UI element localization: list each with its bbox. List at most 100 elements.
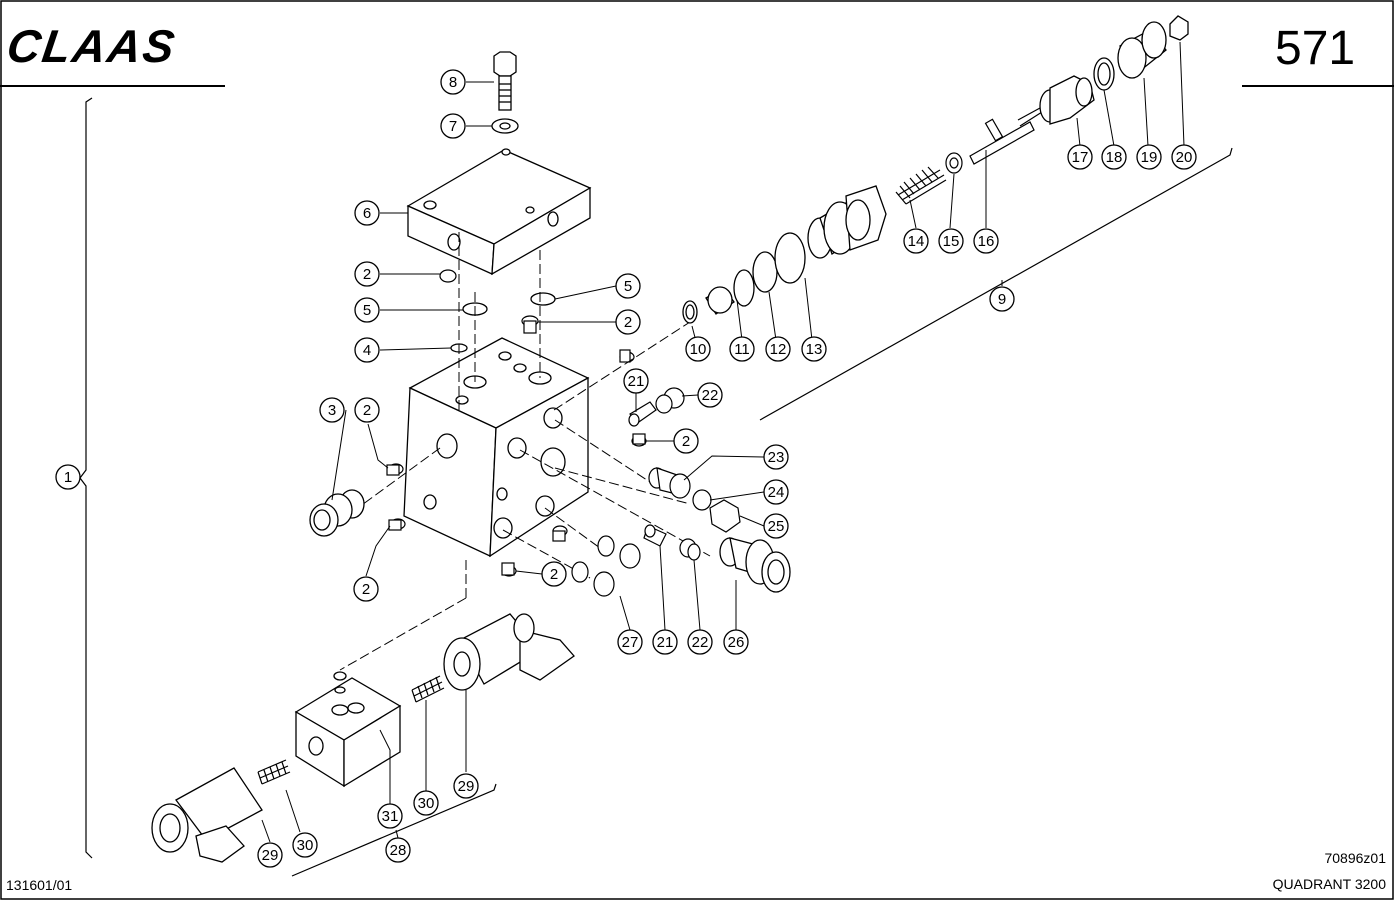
svg-text:21: 21 [657, 634, 674, 651]
callout-10: 10 [685, 336, 711, 362]
svg-text:1: 1 [64, 469, 72, 486]
svg-text:18: 18 [1106, 149, 1123, 166]
svg-text:4: 4 [363, 342, 371, 359]
svg-text:29: 29 [458, 778, 475, 795]
svg-text:5: 5 [624, 278, 632, 295]
fitting-26 [719, 537, 791, 593]
svg-text:21: 21 [628, 373, 645, 390]
callout-14: 14 [903, 228, 929, 254]
svg-text:14: 14 [908, 233, 925, 250]
callout-6: 6 [354, 200, 380, 226]
callout-28: 28 [385, 837, 411, 863]
svg-text:9: 9 [998, 291, 1006, 308]
callout-27: 27 [617, 629, 643, 655]
callout-2-a: 2 [354, 261, 380, 287]
callout-20: 20 [1171, 144, 1197, 170]
svg-text:22: 22 [692, 634, 709, 651]
svg-text:2: 2 [624, 314, 632, 331]
svg-text:15: 15 [943, 233, 960, 250]
callout-8: 8 [440, 69, 466, 95]
svg-text:2: 2 [550, 566, 558, 583]
svg-text:22: 22 [702, 387, 719, 404]
svg-text:16: 16 [978, 233, 995, 250]
main-valve-block [403, 337, 590, 558]
callout-30-a: 30 [292, 832, 318, 858]
springs-30 [257, 675, 445, 785]
callout-5-a: 5 [354, 297, 380, 323]
callout-4: 4 [354, 337, 380, 363]
parts-21-22-lower [643, 524, 701, 561]
parts-10-13 [682, 232, 806, 324]
callout-11: 11 [729, 336, 755, 362]
screws-small [386, 269, 647, 577]
svg-text:11: 11 [734, 341, 750, 358]
parts-21-22-upper [628, 387, 685, 427]
assembly-lines [339, 232, 711, 671]
svg-text:24: 24 [768, 484, 785, 501]
fitting-3 [309, 489, 365, 537]
claas-logo: CLAAS [4, 20, 180, 72]
callout-13: 13 [801, 336, 827, 362]
callout-17: 17 [1067, 144, 1093, 170]
callouts: 1 2 2 2 2 2 2 3 4 5 5 6 7 8 9 10 11 12 1… [55, 69, 1197, 868]
leader-lines [68, 41, 1185, 843]
top-plate [406, 148, 592, 276]
svg-text:29: 29 [262, 847, 279, 864]
callout-3: 3 [319, 397, 345, 423]
callout-9: 9 [989, 286, 1015, 312]
svg-text:8: 8 [449, 74, 457, 91]
callout-18: 18 [1101, 144, 1127, 170]
callout-1: 1 [55, 464, 81, 490]
svg-text:10: 10 [690, 341, 707, 358]
callout-26: 26 [723, 629, 749, 655]
page-number: 571 [1275, 22, 1355, 75]
parts-17-20 [1039, 15, 1189, 125]
callout-15: 15 [938, 228, 964, 254]
solenoid-block [294, 671, 402, 788]
callout-22-b: 22 [687, 629, 713, 655]
svg-text:19: 19 [1141, 149, 1158, 166]
callout-19: 19 [1136, 144, 1162, 170]
relief-valve-body [807, 185, 887, 259]
svg-text:5: 5 [363, 302, 371, 319]
svg-text:12: 12 [770, 341, 787, 358]
group-line-28 [291, 783, 497, 877]
parts-27 [571, 535, 641, 597]
callout-21-b: 21 [652, 629, 678, 655]
callout-29-a: 29 [257, 842, 283, 868]
svg-text:2: 2 [363, 402, 371, 419]
svg-text:17: 17 [1072, 149, 1089, 166]
svg-text:2: 2 [682, 433, 690, 450]
svg-text:31: 31 [382, 808, 399, 825]
bolt-8 [493, 51, 517, 111]
callout-23: 23 [763, 444, 789, 470]
callout-25: 25 [763, 513, 789, 539]
washer-7 [491, 118, 519, 134]
callout-21-a: 21 [623, 368, 649, 394]
group-line-9 [759, 147, 1233, 421]
bracket-item-1 [79, 97, 93, 859]
callout-16: 16 [973, 228, 999, 254]
callout-2-b: 2 [615, 309, 641, 335]
callout-2-f: 2 [541, 561, 567, 587]
svg-text:28: 28 [390, 842, 407, 859]
svg-text:3: 3 [328, 402, 336, 419]
parts-23-25 [648, 467, 741, 533]
callout-12: 12 [765, 336, 791, 362]
svg-text:6: 6 [363, 205, 371, 222]
callout-24: 24 [763, 479, 789, 505]
svg-text:26: 26 [728, 634, 745, 651]
callout-22-a: 22 [697, 382, 723, 408]
footer-model: QUADRANT 3200 [1273, 876, 1387, 892]
svg-text:30: 30 [418, 795, 435, 812]
callout-2-e: 2 [353, 576, 379, 602]
callout-2-c: 2 [354, 397, 380, 423]
callout-2-d: 2 [673, 428, 699, 454]
callout-30-b: 30 [413, 790, 439, 816]
svg-text:23: 23 [768, 449, 785, 466]
footer-doc-date: 131601/01 [6, 877, 72, 893]
callout-5-b: 5 [615, 273, 641, 299]
